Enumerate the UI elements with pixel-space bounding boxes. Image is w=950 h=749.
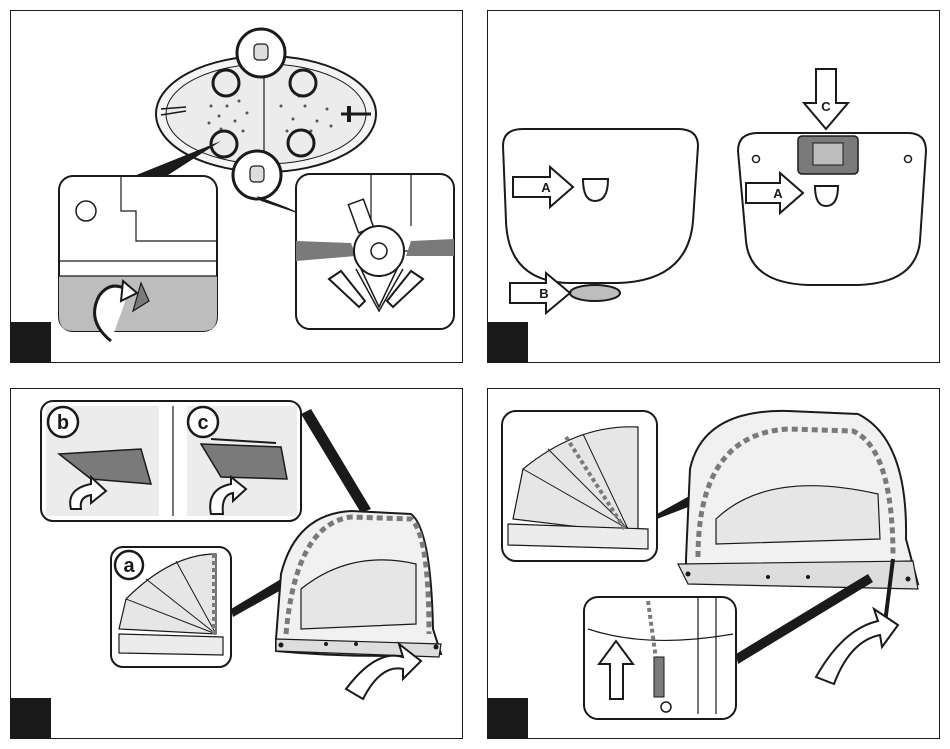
detail-inset-top [502,411,657,561]
callout-label-b-lower: b [57,412,69,434]
canopy-attach-illustration: b c a [11,389,464,740]
detail-inset-left [59,176,217,341]
callout-label-c-lower: c [197,412,208,434]
canopy-rod-illustration [488,389,941,740]
panel-1-base-underside [10,10,463,363]
callout-label-b: B [539,286,548,301]
callout-label-a-right: A [773,186,783,201]
arrow-down-icon: C [804,69,848,129]
panel-2-latch-buttons: A B A C [487,10,940,363]
detail-inset-a: a [111,547,231,667]
callout-label-c: C [821,99,831,114]
detail-inset-b-c: b c [41,401,301,521]
callout-label-a-lower: a [123,555,135,577]
curved-arrow-icon [816,609,898,684]
detail-inset-bottom [584,597,736,719]
latch-buttons-illustration: A B A C [488,11,941,364]
panel-3-canopy-attach: b c a [10,388,463,739]
detail-inset-right [296,174,454,329]
panel-4-canopy-rod [487,388,940,739]
callout-label-a-left: A [541,180,551,195]
base-underside-illustration [11,11,464,364]
